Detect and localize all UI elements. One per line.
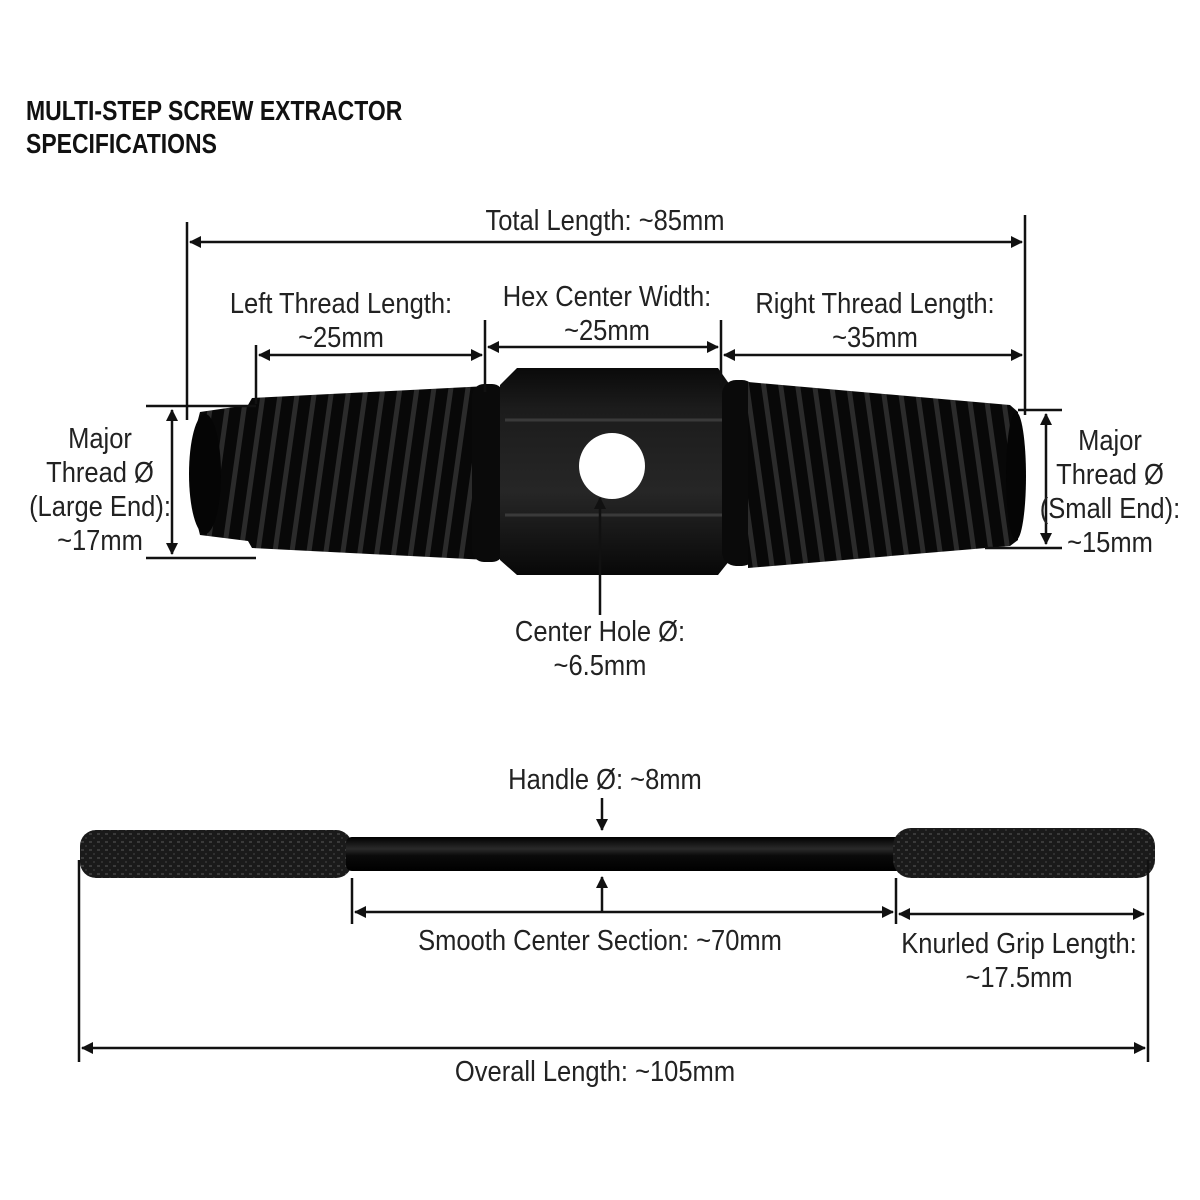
- extractor-dimensions: [146, 215, 1062, 615]
- smooth-center-section: [346, 837, 902, 871]
- hex-center-label: Hex Center Width: ~25mm: [502, 281, 712, 347]
- left-thread-section: [191, 386, 488, 560]
- handle-rod: [80, 828, 1155, 878]
- knurled-grip-right: [893, 828, 1155, 878]
- handle-dimensions: [77, 798, 1150, 1062]
- left-thread-label: Left Thread Length: ~25mm: [229, 288, 453, 354]
- knurled-grip-label: Knurled Grip Length: ~17.5mm: [901, 928, 1137, 994]
- title-line-1: MULTI-STEP SCREW EXTRACTOR: [26, 95, 403, 126]
- total-length-label: Total Length: ~85mm: [485, 205, 725, 237]
- right-collar: [722, 380, 756, 566]
- left-thread-tip: [189, 414, 221, 534]
- right-thread-label: Right Thread Length: ~35mm: [755, 288, 995, 354]
- major-thread-small-label: Major Thread Ø (Small End): ~15mm: [1039, 425, 1181, 559]
- center-hole: [579, 433, 645, 499]
- screw-extractor: [189, 368, 1026, 575]
- right-thread-section: [748, 382, 1018, 568]
- handle-diameter-label: Handle Ø: ~8mm: [508, 764, 702, 796]
- left-collar: [472, 384, 504, 562]
- center-hole-label: Center Hole Ø: ~6.5mm: [514, 616, 686, 682]
- overall-length-label: Overall Length: ~105mm: [454, 1056, 736, 1088]
- title-line-2: SPECIFICATIONS: [26, 128, 217, 159]
- smooth-center-label: Smooth Center Section: ~70mm: [418, 925, 782, 957]
- knurled-grip-left: [80, 830, 352, 878]
- major-thread-large-label: Major Thread Ø (Large End): ~17mm: [29, 423, 171, 557]
- page-title: MULTI-STEP SCREW EXTRACTOR SPECIFICATION…: [26, 94, 402, 160]
- right-thread-tip: [1006, 412, 1026, 540]
